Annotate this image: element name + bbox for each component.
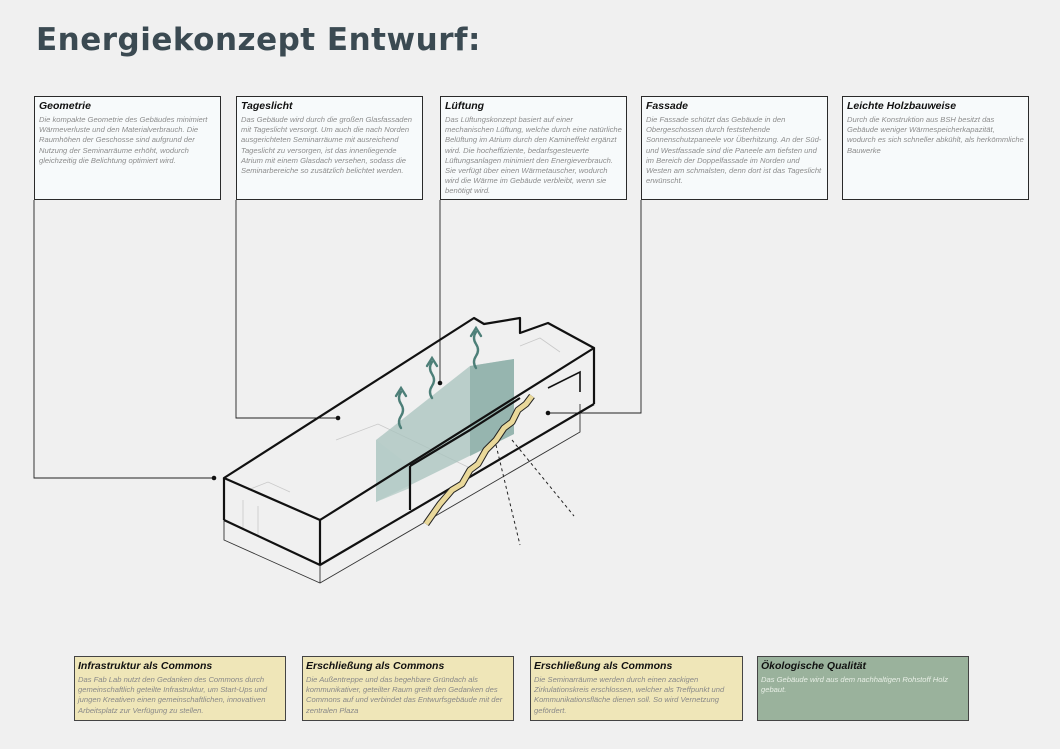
commons-box-title: Erschließung als Commons: [534, 660, 673, 672]
info-box-text: Die Fassade schützt das Gebäude in den O…: [646, 115, 822, 186]
commons-box-oekologie: Ökologische Qualität Das Gebäude wird au…: [757, 656, 969, 721]
leader-geometrie: [33, 200, 214, 479]
info-box-title: Lüftung: [445, 100, 485, 112]
commons-box-infrastruktur: Infrastruktur als Commons Das Fab Lab nu…: [74, 656, 286, 721]
commons-box-title: Erschließung als Commons: [306, 660, 445, 672]
info-box-text: Das Lüftungskonzept basiert auf einer me…: [445, 115, 622, 196]
info-box-holzbauweise: Leichte Holzbauweise Durch die Konstrukt…: [842, 96, 1029, 200]
leader-dots: [211, 380, 551, 481]
info-box-title: Geometrie: [39, 100, 91, 112]
info-box-title: Fassade: [646, 100, 689, 112]
commons-box-text: Die Seminarräume werden durch einen zack…: [534, 675, 725, 715]
zigzag-staircase: [423, 393, 535, 527]
arrow-up-icon: [469, 325, 483, 370]
info-box-text: Durch die Konstruktion aus BSH besitzt d…: [847, 115, 1024, 155]
commons-box-text: Die Außentreppe und das begehbare Gründa…: [306, 675, 503, 715]
commons-box-erschliessung-1: Erschließung als Commons Die Außentreppe…: [302, 656, 514, 721]
commons-box-erschliessung-2: Erschließung als Commons Die Seminarräum…: [530, 656, 743, 721]
arrow-up-icon: [394, 385, 408, 430]
commons-box-title: Infrastruktur als Commons: [78, 660, 213, 672]
page-title: Energiekonzept Entwurf:: [36, 22, 481, 58]
facade-panel: [547, 370, 581, 392]
ventilation-arrows: [394, 325, 483, 430]
lower-storey: [223, 404, 581, 584]
commons-box-title: Ökologische Qualität: [761, 660, 867, 672]
atrium-glass: [376, 359, 514, 502]
info-box-lueftung: Lüftung Das Lüftungskonzept basiert auf …: [440, 96, 627, 200]
leader-tageslicht: [235, 200, 338, 419]
commons-box-text: Das Fab Lab nutzt den Gedanken des Commo…: [78, 675, 268, 715]
commons-box-text: Das Gebäude wird aus dem nachhaltigen Ro…: [761, 675, 948, 695]
info-box-text: Die kompakte Geometrie des Gebäudes mini…: [39, 115, 208, 165]
info-box-title: Leichte Holzbauweise: [847, 100, 957, 112]
leader-lines: [33, 200, 642, 479]
info-box-tageslicht: Tageslicht Das Gebäude wird durch die gr…: [236, 96, 423, 200]
dashed-paths: [495, 439, 575, 546]
info-box-text: Das Gebäude wird durch die großen Glasfa…: [241, 115, 412, 176]
info-box-fassade: Fassade Die Fassade schützt das Gebäude …: [641, 96, 828, 200]
info-box-title: Tageslicht: [241, 100, 293, 112]
arrow-up-icon: [425, 355, 439, 400]
building-outline: [222, 316, 596, 566]
info-box-geometrie: Geometrie Die kompakte Geometrie des Geb…: [34, 96, 221, 200]
